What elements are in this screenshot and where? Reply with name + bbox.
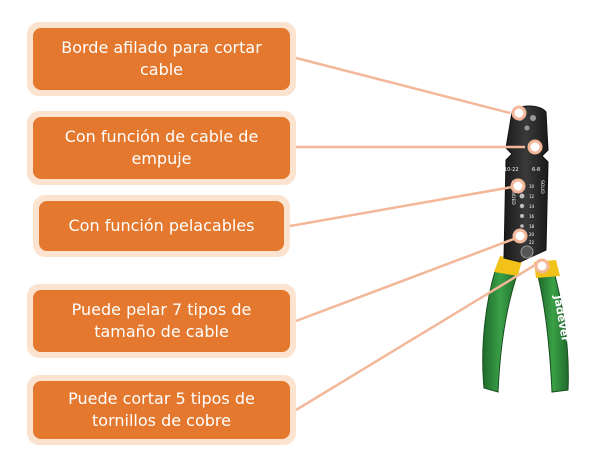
head-label: SOLID — [539, 180, 545, 194]
callout-cutting-edge: Borde afilado para cortar cable — [27, 22, 296, 96]
callout-text: Con función pelacables — [39, 201, 284, 251]
head-label: 18 — [529, 224, 535, 229]
callout-text: Con función de cable de empuje — [33, 117, 290, 179]
leader-line — [289, 184, 519, 228]
callout-push-wire: Con función de cable de empuje — [27, 111, 296, 185]
head-label: 10 — [529, 184, 535, 189]
leader-dot — [511, 105, 527, 121]
callout-text: Puede cortar 5 tipos de tornillos de cob… — [33, 381, 290, 439]
head-label: 10-22 — [504, 167, 519, 173]
head-label: 6-8 — [532, 167, 540, 173]
leader-dots — [510, 105, 550, 274]
callout-text: Puede pelar 7 tipos de tamaño de cable — [33, 290, 290, 352]
leader-line — [295, 235, 520, 323]
callout-cut-screws: Puede cortar 5 tipos de tornillos de cob… — [27, 375, 296, 445]
callout-strip-sizes: Puede pelar 7 tipos de tamaño de cable — [27, 284, 296, 358]
leader-lines — [289, 56, 541, 412]
leader-line — [295, 56, 511, 115]
handle-right: Jadever — [534, 260, 572, 393]
leader-line — [295, 260, 541, 412]
leader-dot — [527, 139, 543, 155]
head-label: 12 — [529, 194, 535, 199]
leader-dot — [512, 228, 528, 244]
head-label: 16 — [529, 214, 535, 219]
callout-text: Borde afilado para cortar cable — [33, 28, 290, 90]
callout-wire-stripper: Con función pelacables — [33, 195, 290, 257]
head-label: 22 — [529, 240, 535, 245]
head-label: 14 — [529, 204, 535, 209]
leader-dot — [534, 258, 550, 274]
leader-dot — [510, 178, 526, 194]
head-label: 20 — [529, 232, 535, 237]
head-label: STRANDED — [510, 180, 516, 205]
